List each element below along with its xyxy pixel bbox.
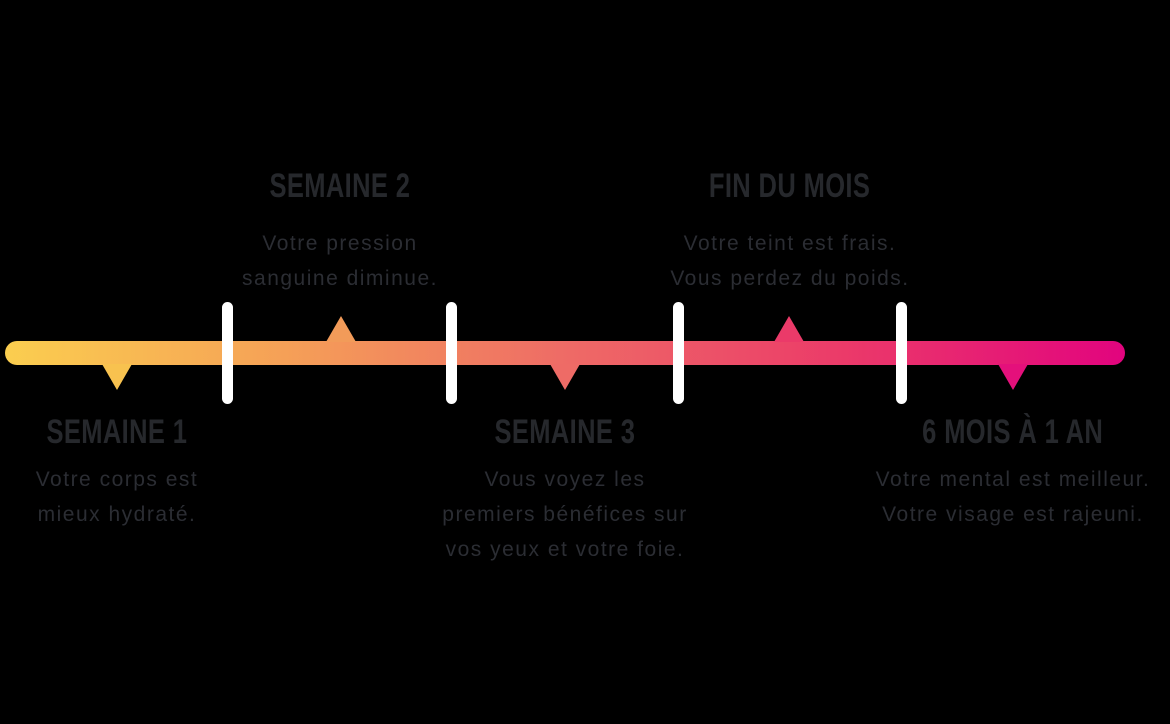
description-line: mieux hydraté. [37, 503, 197, 526]
milestone-title: SEMAINE 3 [494, 413, 636, 451]
description-line: Votre teint est frais. [683, 232, 897, 255]
down-arrow-marker-six-mois [998, 364, 1028, 390]
up-arrow-marker-fin-du-mois [774, 316, 804, 342]
description-line: Votre mental est meilleur. [875, 468, 1151, 491]
milestone-description: Vous voyez les premiers bénéfices sur vo… [405, 462, 725, 567]
milestone-description: Votre mental est meilleur. Votre visage … [833, 462, 1170, 532]
milestone-title: SEMAINE 1 [46, 413, 188, 451]
description-line: Votre visage est rajeuni. [882, 503, 1144, 526]
milestone-description: Votre pression sanguine diminue. [180, 226, 500, 296]
milestone-title: FIN DU MOIS [709, 167, 871, 205]
up-arrow-marker-semaine-2 [326, 316, 356, 342]
timeline-tick-3 [673, 302, 684, 404]
down-arrow-marker-semaine-3 [550, 364, 580, 390]
timeline-tick-1 [222, 302, 233, 404]
description-line: vos yeux et votre foie. [445, 538, 685, 561]
description-line: sanguine diminue. [242, 267, 438, 290]
timeline-bar [5, 341, 1125, 365]
down-arrow-marker-semaine-1 [102, 364, 132, 390]
milestone-fin-du-mois: FIN DU MOIS Votre teint est frais. Vous … [630, 168, 950, 296]
milestone-semaine-2: SEMAINE 2 Votre pression sanguine diminu… [180, 168, 500, 296]
milestone-description: Votre corps est mieux hydraté. [0, 462, 277, 532]
description-line: Vous voyez les [484, 468, 646, 491]
timeline-tick-2 [446, 302, 457, 404]
milestone-semaine-1: SEMAINE 1 Votre corps est mieux hydraté. [0, 414, 277, 532]
milestone-description: Votre teint est frais. Vous perdez du po… [630, 226, 950, 296]
timeline-tick-4 [896, 302, 907, 404]
milestone-title: 6 MOIS À 1 AN [922, 413, 1104, 451]
milestone-six-mois-a-un-an: 6 MOIS À 1 AN Votre mental est meilleur.… [833, 414, 1170, 532]
description-line: Votre pression [262, 232, 418, 255]
description-line: premiers bénéfices sur [442, 503, 688, 526]
description-line: Votre corps est [35, 468, 199, 491]
description-line: Vous perdez du poids. [670, 267, 910, 290]
milestone-semaine-3: SEMAINE 3 Vous voyez les premiers bénéfi… [405, 414, 725, 567]
milestone-title: SEMAINE 2 [269, 167, 411, 205]
